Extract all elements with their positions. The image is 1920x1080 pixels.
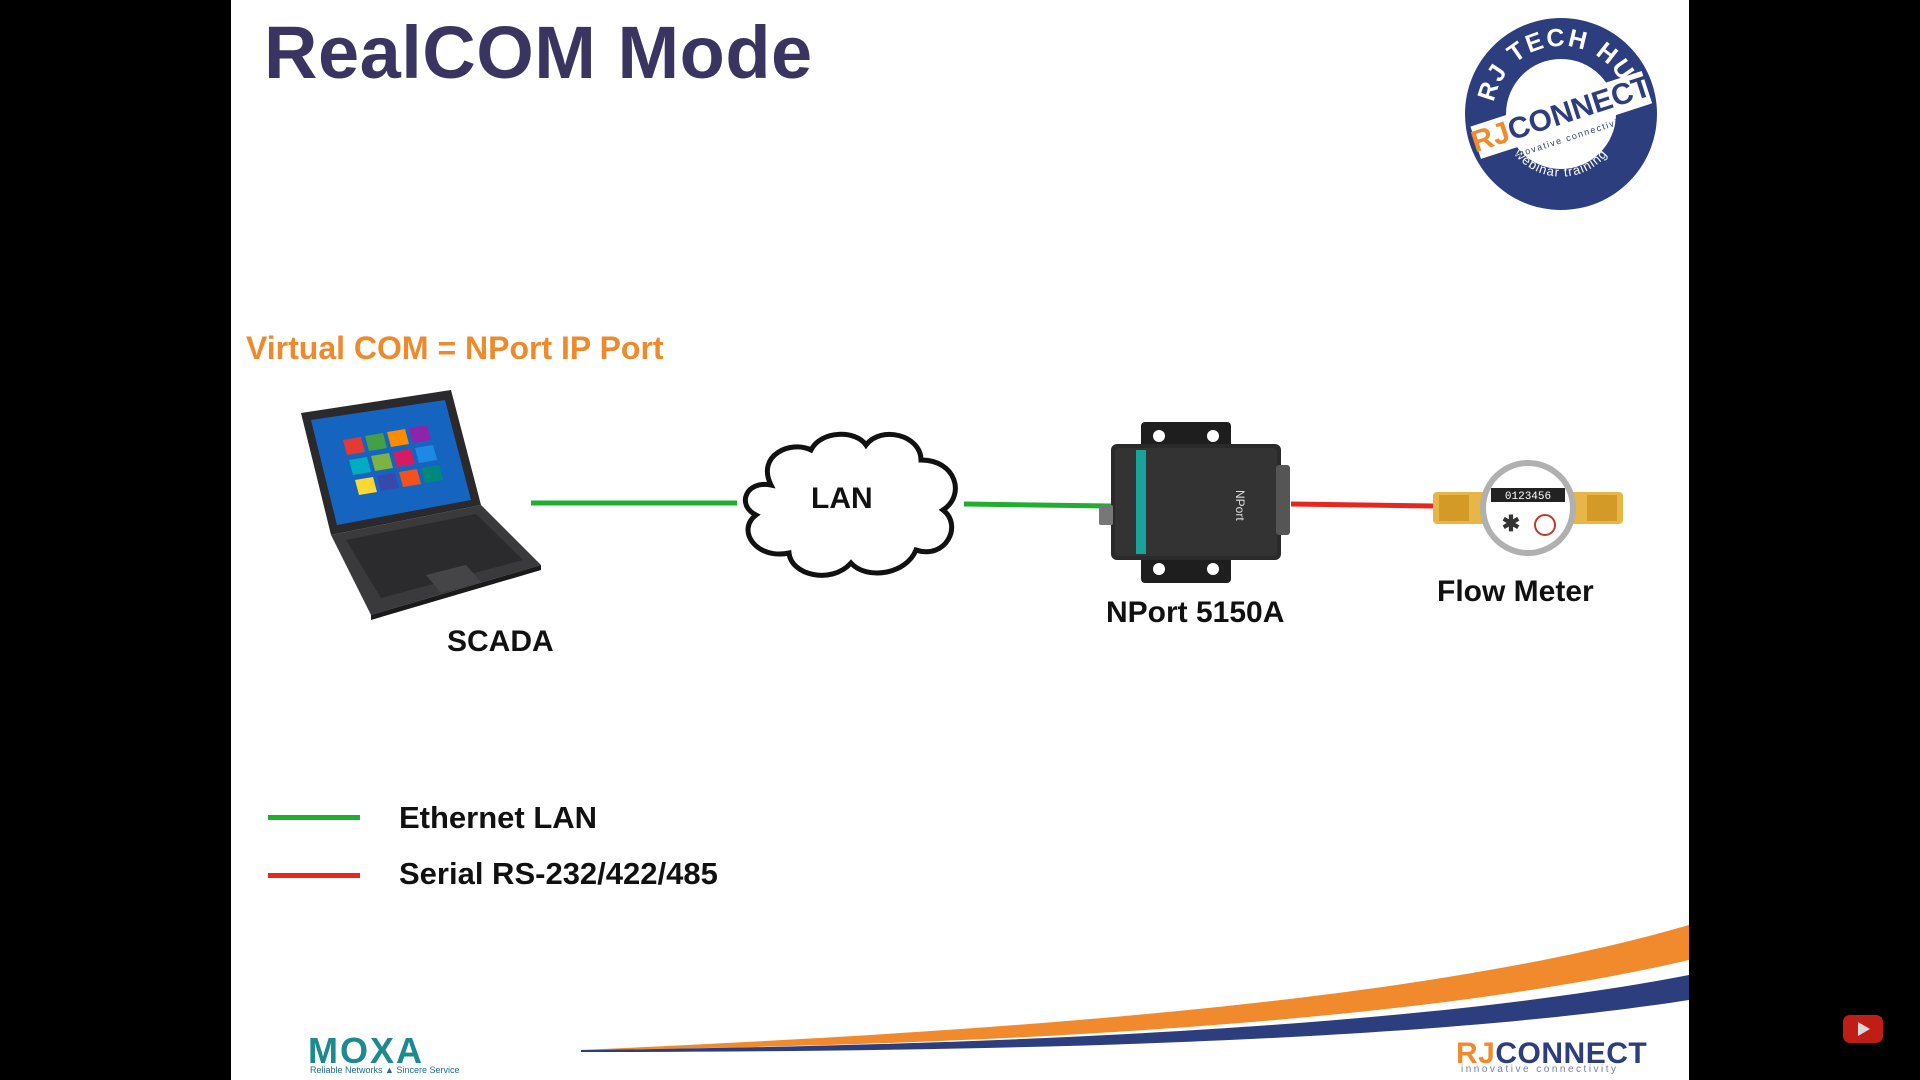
rjconnect-footer-logo: RJCONNECT xyxy=(1456,1037,1647,1071)
rjconnect-footer-rest: CONNECT xyxy=(1495,1037,1648,1070)
slide: RealCOM Mode RJ TECH HUB webinar trainin… xyxy=(231,0,1689,1080)
rjconnect-footer-rj: RJ xyxy=(1456,1037,1496,1070)
svg-text:✱: ✱ xyxy=(1502,511,1520,536)
moxa-tagline: Reliable Networks ▲ Sincere Service xyxy=(310,1065,460,1075)
rjconnect-footer-tagline: innovative connectivity xyxy=(1461,1064,1619,1075)
legend-ethernet-label: Ethernet LAN xyxy=(399,800,598,835)
youtube-icon[interactable] xyxy=(1843,1015,1883,1043)
legend-serial-label: Serial RS-232/422/485 xyxy=(399,856,718,891)
rj-tech-hub-badge: RJ TECH HUB webinar training RJCONNECT i… xyxy=(1465,18,1657,210)
nport-label: NPort 5150A xyxy=(1106,596,1285,629)
ethernet-line-lan-nport xyxy=(963,501,1112,509)
footer-swoosh xyxy=(581,925,1689,1052)
meter-digits: 0123456 xyxy=(1505,491,1551,503)
flow-meter-icon: 0123456 ✱ xyxy=(1433,460,1623,556)
moxa-logo: MOXA xyxy=(308,1030,424,1071)
virtual-com-caption: Virtual COM = NPort IP Port xyxy=(246,330,664,366)
legend-serial-swatch xyxy=(268,873,360,878)
serial-line-nport-meter xyxy=(1290,501,1434,509)
scada-label: SCADA xyxy=(447,625,554,658)
lan-cloud-icon xyxy=(742,431,958,578)
laptop-icon xyxy=(301,390,541,620)
lan-label: LAN xyxy=(811,482,873,515)
svg-text:NPort: NPort xyxy=(1233,490,1247,521)
connection-lines xyxy=(531,500,1434,509)
legend-ethernet-swatch xyxy=(268,815,360,820)
nport-device-icon: NPort xyxy=(1099,422,1290,583)
slide-title: RealCOM Mode xyxy=(264,11,813,94)
flow-meter-label: Flow Meter xyxy=(1437,575,1594,608)
